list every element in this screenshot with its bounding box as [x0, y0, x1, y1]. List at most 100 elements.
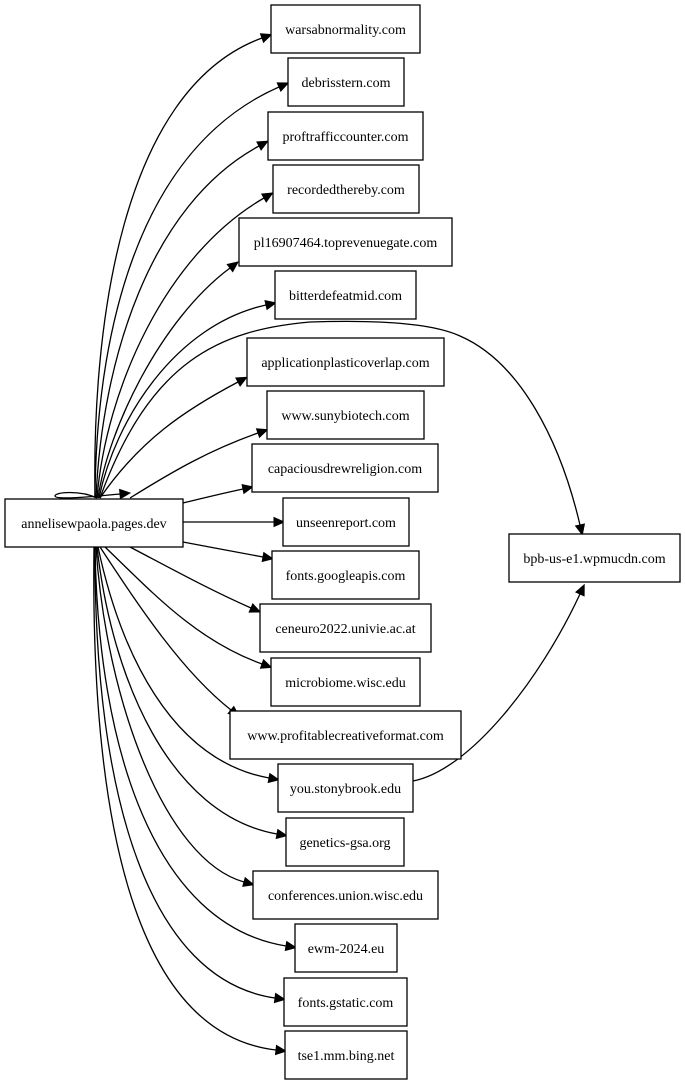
edge-source-to-n11: [182, 541, 275, 563]
node-label: recordedthereby.com: [287, 183, 405, 198]
edge-arrowhead: [255, 428, 269, 439]
node-n3: proftrafficcounter.com: [267, 111, 424, 161]
node-box: [270, 657, 421, 707]
node-label: annelisewpaola.pages.dev: [21, 517, 166, 532]
node-box: [272, 164, 420, 214]
node-n15: you.stonybrook.edu: [277, 763, 414, 813]
edge-line: [54, 491, 121, 499]
edge-line: [129, 546, 252, 609]
edge-line: [94, 546, 287, 947]
node-n2: debrisstern.com: [287, 57, 405, 107]
edge-line: [99, 320, 581, 526]
node-label: you.stonybrook.edu: [290, 782, 401, 797]
edge-line: [96, 546, 278, 835]
edges-layer: [54, 33, 586, 1056]
edge-source-to-n4: [96, 192, 274, 499]
node-n1: warsabnormality.com: [270, 4, 421, 54]
node-label: conferences.union.wisc.edu: [268, 889, 423, 904]
edge-arrowhead: [274, 1044, 288, 1056]
node-n18: ewm-2024.eu: [294, 923, 398, 973]
edge-line: [95, 546, 245, 883]
edge-line: [99, 381, 239, 499]
edge-line: [96, 197, 265, 499]
edge-source-to-n16: [96, 546, 289, 840]
node-label: bpb-us-e1.wpmucdn.com: [523, 552, 665, 567]
edge-source-to-n6: [98, 299, 277, 499]
node-box: [267, 111, 424, 161]
edge-line: [95, 145, 260, 499]
node-box: [287, 57, 405, 107]
edge-arrowhead: [119, 488, 132, 500]
node-box: [274, 270, 417, 320]
edge-arrowhead: [273, 992, 287, 1004]
node-label: fonts.gstatic.com: [298, 996, 394, 1011]
edge-source-to-source: [54, 488, 132, 500]
node-bpb: bpb-us-e1.wpmucdn.com: [508, 533, 681, 583]
node-n19: fonts.gstatic.com: [283, 977, 408, 1027]
node-label: proftrafficcounter.com: [282, 130, 408, 145]
node-box: [252, 870, 439, 920]
edge-arrowhead: [241, 483, 254, 495]
edge-n15-to-bpb: [412, 583, 585, 782]
node-n10: unseenreport.com: [282, 497, 410, 547]
edge-source-to-n14: [99, 546, 240, 717]
node-label: warsabnormality.com: [285, 23, 406, 38]
edge-arrowhead: [273, 516, 286, 528]
node-box: [285, 817, 405, 867]
edge-source-to-n17: [95, 546, 255, 887]
edge-source-to-n3: [95, 140, 269, 499]
edge-arrowhead: [284, 940, 298, 952]
edge-source-to-n20: [93, 546, 288, 1056]
node-n4: recordedthereby.com: [272, 164, 420, 214]
edge-arrowhead: [242, 876, 255, 887]
edge-line: [98, 304, 267, 499]
node-source: annelisewpaola.pages.dev: [4, 498, 184, 548]
node-label: applicationplasticoverlap.com: [261, 356, 429, 371]
edge-source-to-n9: [182, 483, 254, 504]
edge-arrowhead: [261, 551, 275, 563]
edge-arrowhead: [235, 376, 248, 387]
node-label: tse1.mm.bing.net: [298, 1049, 395, 1064]
edge-line: [94, 546, 276, 999]
edge-source-to-n5: [97, 261, 239, 499]
edge-arrowhead: [574, 523, 586, 536]
edge-line: [99, 546, 232, 711]
edge-source-to-n18: [94, 546, 298, 952]
edge-arrowhead: [276, 82, 290, 93]
node-box: [282, 497, 410, 547]
node-n6: bitterdefeatmid.com: [274, 270, 417, 320]
edge-line: [104, 546, 263, 665]
edge-source-to-n10: [183, 516, 286, 528]
node-box: [277, 763, 414, 813]
node-box: [229, 710, 462, 760]
node-n13: microbiome.wisc.edu: [270, 657, 421, 707]
node-box: [251, 443, 439, 493]
node-label: ewm-2024.eu: [308, 942, 385, 957]
edge-arrowhead: [264, 299, 277, 311]
edge-arrowhead: [259, 658, 273, 669]
node-n12: ceneuro2022.univie.ac.at: [259, 603, 432, 653]
edge-line: [94, 86, 280, 499]
node-n8: www.sunybiotech.com: [266, 390, 425, 440]
edge-arrowhead: [248, 602, 262, 613]
edge-line: [93, 546, 277, 1051]
node-label: ceneuro2022.univie.ac.at: [275, 622, 415, 637]
node-box: [283, 977, 408, 1027]
edge-line: [97, 546, 270, 779]
node-n14: www.profitablecreativeformat.com: [229, 710, 462, 760]
node-label: microbiome.wisc.edu: [285, 676, 406, 691]
edge-line: [129, 432, 259, 499]
edge-arrowhead: [256, 140, 269, 151]
node-n9: capaciousdrewreligion.com: [251, 443, 439, 493]
node-box: [4, 498, 184, 548]
node-n20: tse1.mm.bing.net: [284, 1030, 408, 1080]
edge-line: [97, 267, 231, 499]
edge-arrowhead: [574, 583, 585, 597]
node-label: genetics-gsa.org: [299, 836, 390, 851]
node-box: [238, 217, 453, 267]
node-box: [294, 923, 398, 973]
edge-arrowhead: [259, 33, 273, 44]
edge-arrowhead: [260, 192, 274, 203]
node-label: debrisstern.com: [301, 76, 390, 91]
